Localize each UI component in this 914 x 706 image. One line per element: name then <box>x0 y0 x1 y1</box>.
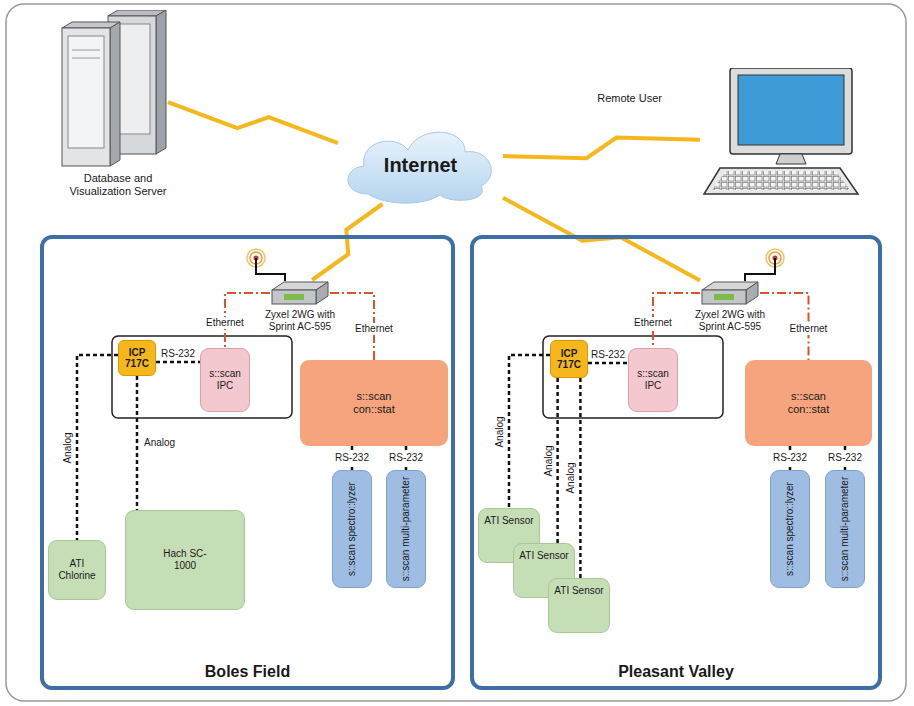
industrial-pc-label: s::scan IPC <box>204 368 246 392</box>
cable-label: Analog <box>565 460 577 495</box>
signal-cable <box>77 355 118 540</box>
probe-box: s::scan spectro::lyzer <box>332 470 372 588</box>
cable-label: Analog <box>62 430 74 465</box>
probe-box-label: s::scan spectro::lyzer <box>784 475 796 583</box>
io-module: ICP 717C <box>550 340 588 378</box>
sensor-box: ATI Chlorine <box>48 540 106 600</box>
outer-frame <box>6 4 906 701</box>
io-module-label: ICP 717C <box>122 347 152 369</box>
controller-enclosure <box>543 336 723 418</box>
wireless-link <box>503 138 700 159</box>
site-panel: Boles Field Zyxel 2WG with Sprint AC-595I… <box>40 235 455 690</box>
signal-cable <box>509 355 550 508</box>
sensor-box-label: ATI Sensor <box>484 515 533 527</box>
ethernet-cable <box>330 293 374 360</box>
wireless-router: Zyxel 2WG with Sprint AC-595 <box>700 280 760 306</box>
internet-cloud: Internet <box>338 122 503 204</box>
server-drawing <box>58 10 168 168</box>
controller-enclosure <box>112 336 292 418</box>
ethernet-cable <box>760 293 809 360</box>
signal-cable <box>579 378 582 578</box>
site-panel-label: Boles Field <box>40 663 455 681</box>
cable-label: Ethernet <box>353 323 395 335</box>
sensor-box-label: ATI Sensor <box>519 550 568 562</box>
probe-box-label: s::scan spectro::lyzer <box>346 475 358 583</box>
cable-label: Analog <box>494 414 506 449</box>
cable-label: RS-232 <box>387 452 425 464</box>
cable-label: RS-232 <box>159 348 197 360</box>
signal-cable <box>588 362 628 365</box>
probe-box: s::scan spectro::lyzer <box>770 470 810 588</box>
sensor-box-label: ATI Chlorine <box>52 558 102 582</box>
wireless-router-label: Zyxel 2WG with Sprint AC-595 <box>255 309 345 333</box>
probe-box: s::scan multi-parameter <box>386 470 426 588</box>
cable-label: RS-232 <box>589 349 627 361</box>
cable-label: RS-232 <box>771 452 809 464</box>
site-panel: Pleasant Valley Zyxel 2WG with Sprint AC-… <box>470 235 882 690</box>
router-drawing <box>270 280 330 306</box>
remote-computer-label: Remote User <box>592 92 662 105</box>
cable-label: Ethernet <box>632 317 674 329</box>
antenna <box>745 249 784 281</box>
remote-computer: Remote User <box>700 68 860 198</box>
wireless-link <box>312 204 382 280</box>
io-module: ICP 717C <box>118 340 156 376</box>
industrial-pc-label: s::scan IPC <box>632 368 674 392</box>
server-icon-label: Database and Visualization Server <box>58 172 178 198</box>
industrial-pc: s::scan IPC <box>628 348 678 412</box>
wireless-router: Zyxel 2WG with Sprint AC-595 <box>270 280 330 306</box>
wireless-link <box>503 198 700 281</box>
antenna <box>247 249 285 281</box>
signal-cable <box>789 446 792 470</box>
sensor-box-label: ATI Sensor <box>554 585 603 597</box>
computer-drawing <box>700 68 860 198</box>
router-drawing <box>700 280 760 306</box>
server-icon: Database and Visualization Server <box>58 10 168 168</box>
ethernet-cable <box>653 293 700 348</box>
industrial-pc: s::scan IPC <box>200 348 250 412</box>
ethernet-cable <box>225 293 270 348</box>
sensor-box: ATI Sensor <box>548 578 610 633</box>
signal-cable <box>844 446 847 470</box>
cable-label: RS-232 <box>333 452 371 464</box>
cable-label: RS-232 <box>826 452 864 464</box>
probe-box: s::scan multi-parameter <box>825 470 865 588</box>
io-module-label: ICP 717C <box>554 348 584 370</box>
signal-cable <box>156 361 200 364</box>
terminal-box-label: s::scan con::stat <box>342 390 406 416</box>
signal-cable <box>351 446 354 470</box>
terminal-box: s::scan con::stat <box>300 360 448 446</box>
signal-cable <box>556 378 559 543</box>
probe-box-label: s::scan multi-parameter <box>400 475 412 583</box>
terminal-box: s::scan con::stat <box>745 360 872 446</box>
cable-label: Ethernet <box>788 323 830 335</box>
cable-label: Analog <box>142 437 177 449</box>
probe-box-label: s::scan multi-parameter <box>839 475 851 583</box>
signal-cable <box>136 376 139 510</box>
sensor-box: Hach SC-1000 <box>125 510 245 610</box>
terminal-box-label: s::scan con::stat <box>777 390 841 416</box>
wireless-router-label: Zyxel 2WG with Sprint AC-595 <box>685 309 775 333</box>
site-panel-label: Pleasant Valley <box>470 663 882 681</box>
internet-cloud-label: Internet <box>384 154 457 177</box>
cable-label: Ethernet <box>204 317 246 329</box>
sensor-box-label: Hach SC-1000 <box>155 548 215 572</box>
wireless-link <box>168 102 338 143</box>
signal-cable <box>405 446 408 470</box>
cable-label: Analog <box>543 443 555 478</box>
